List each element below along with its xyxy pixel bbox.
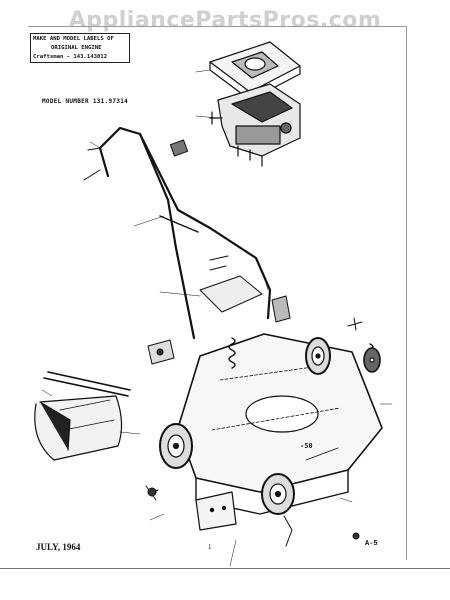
watermark-logo: AppliancePartsPros.com <box>68 8 382 33</box>
callout-leaders <box>41 69 393 567</box>
engine-label-line-2: ORIGINAL ENGINE <box>51 45 102 51</box>
sheet-border-top <box>28 26 406 27</box>
front-left-wheel <box>159 423 193 469</box>
sheet-code: A-5 <box>365 540 378 548</box>
mower-deck: -50 <box>177 333 383 515</box>
bottom-rule <box>0 568 450 569</box>
rear-right-wheel <box>363 347 381 373</box>
engine-label-line-3: Craftsman - 143.143012 <box>33 54 108 60</box>
discharge-chute-plate <box>195 491 237 531</box>
engine-label-line-1: MAKE AND MODEL LABELS OF <box>33 36 114 42</box>
model-number: MODEL NUMBER 131.97314 <box>42 98 129 105</box>
sheet-border-right <box>406 26 407 560</box>
bracket-parts <box>147 255 291 365</box>
deck-number: -50 <box>300 442 313 450</box>
engine <box>209 83 301 167</box>
grass-catcher-bag <box>34 371 131 461</box>
page-number: 1 <box>208 543 212 551</box>
hardware-bolts <box>83 147 363 547</box>
rear-left-wheel <box>261 473 295 515</box>
revision-date: JULY, 1964 <box>36 542 81 552</box>
engine-label-box: MAKE AND MODEL LABELS OF ORIGINAL ENGINE… <box>30 33 130 63</box>
handle <box>98 126 272 340</box>
front-right-wheel <box>305 337 331 375</box>
